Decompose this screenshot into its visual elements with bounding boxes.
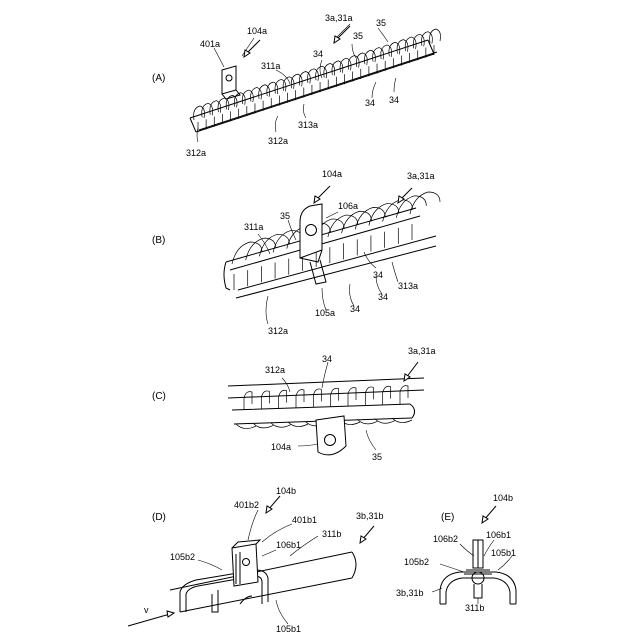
- a-label-312a-mid: 312a: [268, 136, 288, 146]
- e-label-3b31b: 3b,31b: [396, 588, 424, 598]
- clip-tooth: [271, 423, 291, 428]
- d-label-105b1: 105b1: [276, 624, 301, 634]
- c-label-34: 34: [322, 354, 332, 364]
- panel-d-wire: [170, 552, 356, 612]
- b-label-35: 35: [280, 211, 290, 221]
- panel-e-label: (E): [441, 512, 454, 523]
- panel-d-bracket-104b: [232, 540, 260, 586]
- panel-b: (B) 104a: [152, 169, 440, 336]
- panel-c-bracket-104a: [316, 416, 346, 455]
- panel-e: (E) 104b 106b2 106b1 105b2: [396, 493, 516, 613]
- clip-loop: [383, 386, 391, 404]
- d-label-105b2: 105b2: [170, 552, 195, 562]
- b-label-34-a: 34: [373, 270, 383, 280]
- b-label-312a: 312a: [268, 326, 288, 336]
- clip-loop: [331, 388, 339, 406]
- clip-loop: [279, 390, 287, 408]
- panel-b-arrows: [314, 186, 412, 203]
- a-label-35-mid: 35: [353, 31, 363, 41]
- clip-tooth: [288, 422, 308, 427]
- b-label-104a: 104a: [322, 169, 342, 179]
- e-label-105b2: 105b2: [404, 557, 429, 567]
- panel-a: (A) 4: [152, 13, 441, 158]
- d-label-311b: 311b: [322, 529, 341, 539]
- clip-loop: [348, 388, 356, 406]
- clip-loop: [244, 392, 252, 410]
- b-label-105a: 105a: [315, 308, 335, 318]
- b-label-106a: 106a: [338, 201, 358, 211]
- clip-loop: [261, 391, 269, 409]
- panel-b-label: (B): [152, 235, 165, 246]
- d-label-v: v: [144, 605, 149, 615]
- panel-a-label: (A): [152, 73, 165, 84]
- panel-c-label: (C): [152, 391, 166, 402]
- a-label-35-top: 35: [376, 18, 386, 28]
- a-label-34-r2: 34: [389, 95, 399, 105]
- clip-loop: [410, 192, 440, 214]
- clip-loop: [430, 29, 441, 43]
- e-label-106b1: 106b1: [486, 530, 511, 540]
- clip-tooth: [236, 424, 256, 429]
- a-label-34-r1: 34: [365, 98, 375, 108]
- e-label-105b1: 105b1: [491, 548, 516, 558]
- b-label-313a: 313a: [398, 281, 418, 291]
- panel-b-clip-rail: [224, 192, 440, 290]
- e-label-104b: 104b: [493, 493, 513, 503]
- b-label-311a: 311a: [244, 222, 263, 232]
- c-label-3a31a: 3a,31a: [408, 346, 436, 356]
- b-label-34-c: 34: [350, 304, 360, 314]
- a-label-313a: 313a: [298, 120, 318, 130]
- b-label-3a31a: 3a,31a: [407, 171, 435, 181]
- e-label-311b: 311b: [465, 603, 484, 613]
- d-label-106b1: 106b1: [276, 540, 301, 550]
- a-label-3a31a: 3a,31a: [325, 13, 353, 23]
- clip-tooth: [253, 423, 273, 428]
- d-label-401b2: 401b2: [234, 500, 259, 510]
- a-label-401a: 401a: [200, 39, 220, 49]
- a-label-34-top: 34: [313, 49, 323, 59]
- panel-c: (C) 3a,31a 312a 34 104a 35: [152, 346, 436, 462]
- e-label-106b2: 106b2: [433, 534, 458, 544]
- d-label-104b: 104b: [276, 486, 296, 496]
- c-label-35: 35: [372, 452, 382, 462]
- d-label-3b31b: 3b,31b: [356, 511, 384, 521]
- c-label-104a: 104a: [271, 442, 291, 452]
- panel-d-label: (D): [152, 512, 166, 523]
- d-label-401b1: 401b1: [292, 515, 317, 525]
- a-label-312a-left: 312a: [186, 148, 206, 158]
- clip-loop: [296, 390, 304, 408]
- a-label-311a: 311a: [261, 61, 280, 71]
- clip-loop: [365, 387, 373, 405]
- panel-c-wire: [228, 378, 424, 398]
- clip-loop: [313, 389, 321, 407]
- clip-loop: [400, 386, 408, 404]
- c-label-312a: 312a: [265, 365, 285, 375]
- a-label-104a: 104a: [247, 26, 267, 36]
- panel-e-arrows: [482, 506, 496, 523]
- panel-d-leader-lines: [198, 510, 318, 624]
- panel-d: (D): [128, 486, 384, 634]
- b-label-34-b: 34: [378, 292, 388, 302]
